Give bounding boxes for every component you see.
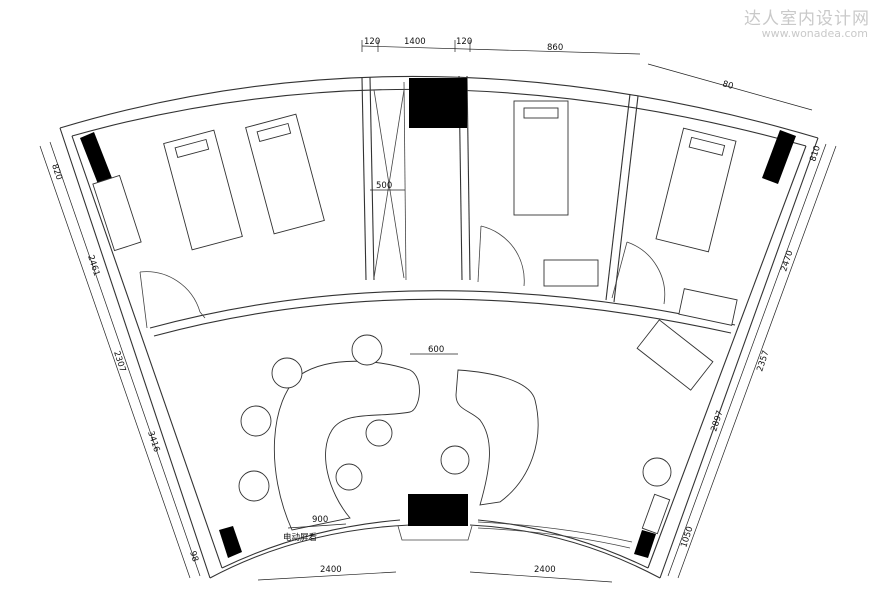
dim-right-2897: 2897 — [709, 409, 725, 433]
door-room4 — [611, 241, 666, 305]
dim-top-right-80: 80 — [721, 79, 734, 92]
reception-label: 电动屏看 — [283, 532, 317, 543]
cabinet-room3 — [543, 259, 599, 287]
outer-wall-right — [659, 137, 819, 579]
dim-top-right-120: 120 — [456, 37, 472, 47]
dim-right-810: 810 — [808, 144, 823, 163]
stool-2 — [271, 357, 303, 389]
sofa-right — [636, 319, 714, 391]
dim-bottom-900: 900 — [312, 515, 328, 525]
dim-left-820: 820 — [49, 163, 64, 182]
dim-left-3416: 3416 — [145, 430, 161, 454]
stool-7 — [440, 445, 470, 475]
outer-wall-bottom-right-inner — [477, 519, 649, 569]
column-left-bottom — [219, 526, 242, 558]
partition-wall-inner — [153, 298, 732, 337]
reception-counter-left — [273, 360, 420, 531]
partition-c — [605, 93, 631, 301]
cabinet-left — [92, 174, 142, 252]
partition-a — [361, 77, 367, 281]
bed-4 — [655, 127, 737, 253]
watermark-title: 达人室内设计网 — [744, 9, 870, 29]
outer-wall-left — [59, 127, 211, 579]
dim-right-2357: 2357 — [755, 349, 771, 373]
column-right-top — [762, 130, 796, 184]
dim-left-98: 98 — [187, 550, 200, 563]
bed-2 — [245, 113, 325, 235]
bed-1 — [163, 129, 243, 251]
dim-bottom-right-2400: 2400 — [534, 565, 556, 575]
cabinet-right-bottom — [641, 493, 671, 535]
column-right-bottom — [634, 530, 656, 558]
counter-strip — [477, 527, 631, 549]
stool-6 — [335, 463, 363, 491]
column-left-top — [80, 132, 112, 184]
dim-corridor-500: 500 — [376, 181, 392, 191]
outer-wall-top — [59, 75, 819, 139]
stool-3 — [240, 405, 272, 437]
dim-lines — [39, 40, 837, 583]
stool-4 — [365, 419, 393, 447]
column-top — [409, 78, 467, 128]
dim-top-left-120: 120 — [364, 37, 380, 47]
cabinet-room4 — [678, 288, 738, 326]
outer-wall-bottom-left-inner — [221, 519, 401, 569]
dim-center-600: 600 — [428, 345, 444, 355]
corridor-x2 — [373, 89, 405, 279]
dim-top-860: 860 — [547, 43, 563, 53]
bed-3 — [513, 100, 569, 216]
partition-c2 — [613, 95, 639, 303]
outer-wall-left-inner — [71, 135, 223, 569]
dim-left-2461: 2461 — [85, 254, 101, 278]
corridor-edge — [403, 81, 407, 281]
stool-8 — [642, 457, 672, 487]
door-room1 — [139, 271, 206, 329]
partition-wall — [149, 290, 736, 329]
outer-wall-right-inner — [647, 145, 807, 569]
dim-bottom-left-2400: 2400 — [320, 565, 342, 575]
partition-b2 — [466, 75, 471, 281]
stool-1 — [351, 334, 383, 366]
entrance-step — [397, 525, 473, 541]
outer-wall-bottom-right — [469, 524, 661, 579]
stool-5 — [238, 470, 270, 502]
column-bottom — [408, 494, 468, 526]
reception-counter-right — [455, 369, 539, 506]
dim-left-2307: 2307 — [111, 350, 127, 374]
dim-right-2470: 2470 — [779, 249, 795, 273]
watermark-url: www.wonadea.com — [761, 27, 868, 40]
dim-top-1400: 1400 — [404, 37, 426, 47]
outer-wall-bottom-left — [209, 524, 411, 579]
partition-a2 — [369, 76, 375, 281]
counter-strip-2 — [477, 521, 633, 543]
door-room3 — [477, 225, 525, 287]
